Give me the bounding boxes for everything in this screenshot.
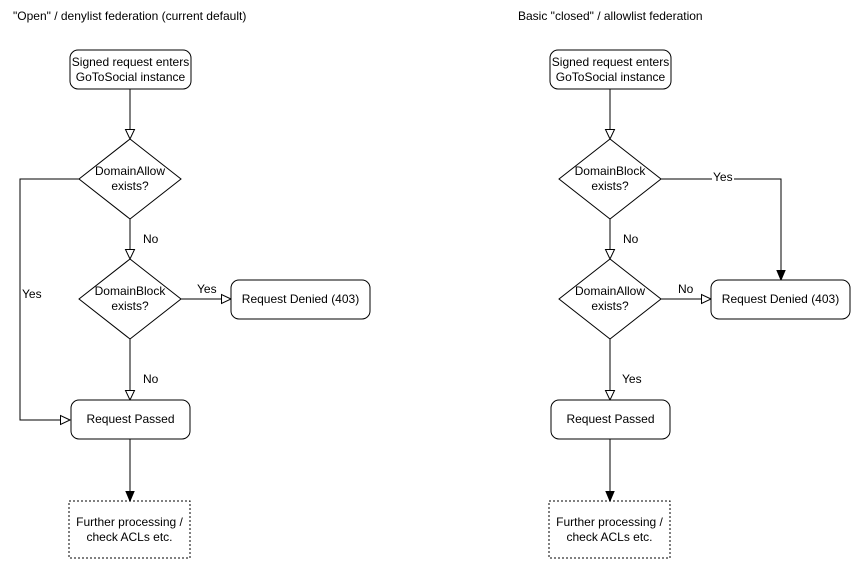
left-denied-node-shape [230,279,371,320]
left-arrowhead-open-passed-side [60,414,72,426]
right-arrowhead-open-decision2 [604,249,616,261]
right-passed-node-label: Request Passed [566,412,655,426]
left-start-node-label: Signed request enters GoToSocial instanc… [71,54,190,84]
right-further-node-label: Further processing / check ACLs etc. [556,514,663,544]
left-arrowhead-open-denied [221,293,233,305]
right-edge-decision1-yes-to-denied [661,178,782,270]
left-edge-decision1-yes-to-passed [19,178,79,421]
left-decision1-label: DomainAllow exists? [94,164,166,193]
left-edge-label-decision2-yes: Yes [196,282,218,296]
right-edge-label-decision2-yes: Yes [621,372,643,386]
left-arrowhead-open-decision2 [124,249,136,261]
right-arrowhead-filled-further [605,491,615,503]
right-arrowhead-filled-denied-top [776,270,786,282]
right-chart-title: Basic "closed" / allowlist federation [518,9,703,23]
right-denied-node-label: Request Denied (403) [721,292,840,306]
left-arrowhead-open-passed-top [124,390,136,402]
right-edge-label-decision1-no: No [622,232,640,246]
left-passed-node-label: Request Passed [86,412,175,426]
right-edge-label-decision1-yes: Yes [712,170,734,184]
right-arrowhead-open-denied-side [701,293,713,305]
right-further-node-shape [548,500,671,559]
right-decision1-label: DomainBlock exists? [574,164,646,193]
left-arrowhead-filled-further [125,491,135,503]
right-start-node-label: Signed request enters GoToSocial instanc… [551,54,670,84]
left-further-node-label: Further processing / check ACLs etc. [76,514,183,544]
left-decision2-label: DomainBlock exists? [94,284,166,313]
right-denied-node-shape [710,279,851,320]
right-decision2-label: DomainAllow exists? [574,284,646,313]
left-flowchart-shapes [19,49,371,559]
left-arrowhead-open-decision1 [124,129,136,141]
left-further-node-shape [68,500,191,559]
right-arrowhead-open-passed-top [604,390,616,402]
left-edge-label-decision1-yes: Yes [21,287,43,301]
left-edge-label-decision1-no: No [142,232,160,246]
right-arrowhead-open-decision1 [604,129,616,141]
left-edge-label-decision2-no: No [142,372,160,386]
right-edge-label-decision2-no: No [677,282,695,296]
left-denied-node-label: Request Denied (403) [241,292,360,306]
left-chart-title: "Open" / denylist federation (current de… [13,9,247,23]
right-flowchart-shapes [548,49,851,559]
